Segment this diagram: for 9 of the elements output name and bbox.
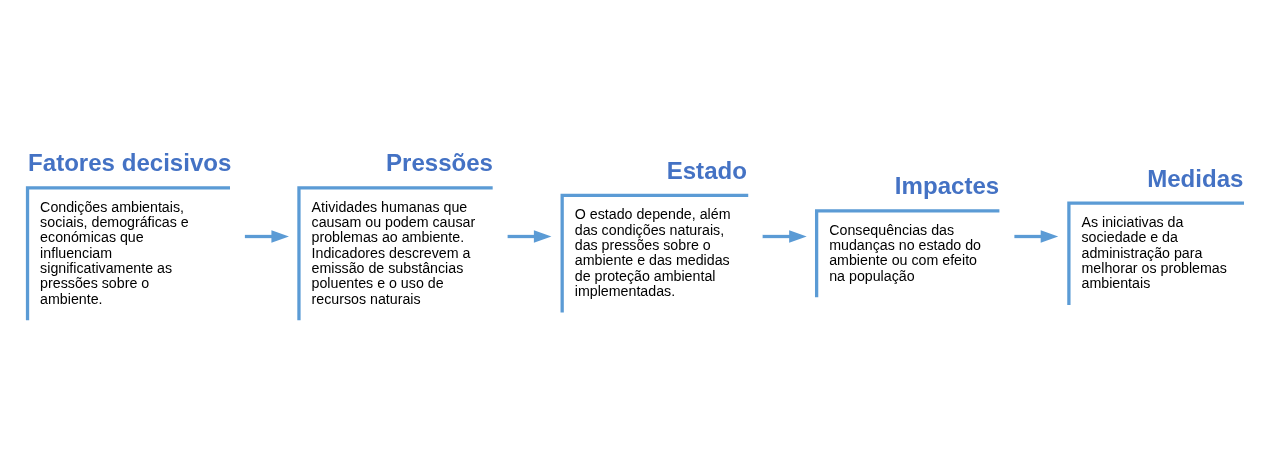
arrow xyxy=(1014,230,1059,243)
node-text: Medidas As iniciativas da sociedade e da administração para melhorar os problemas ambientais xyxy=(1081,164,1244,292)
arrow xyxy=(244,230,289,243)
node-text: Estado O estado depende, além das condições naturais, das pressões sobre o ambiente e das medidas de proteção ambiental implementadas. xyxy=(574,157,747,300)
node-text: Fatores decisivos Condições ambientais, sociais, demográficas e económicas que influenciam significativamente as pressões sobre o ambiente. xyxy=(28,149,232,307)
arrow xyxy=(762,230,807,243)
node-text: Pressões Atividades humanas que causam ou podem causar problemas ao ambiente. Indicadores descrevem a emissão de substâncias poluentes e o uso de recursos naturais xyxy=(311,149,493,307)
node-text: Impactes Consequências das mudanças no estado do ambiente ou com efeito na população xyxy=(829,172,1000,284)
arrow xyxy=(507,230,552,243)
